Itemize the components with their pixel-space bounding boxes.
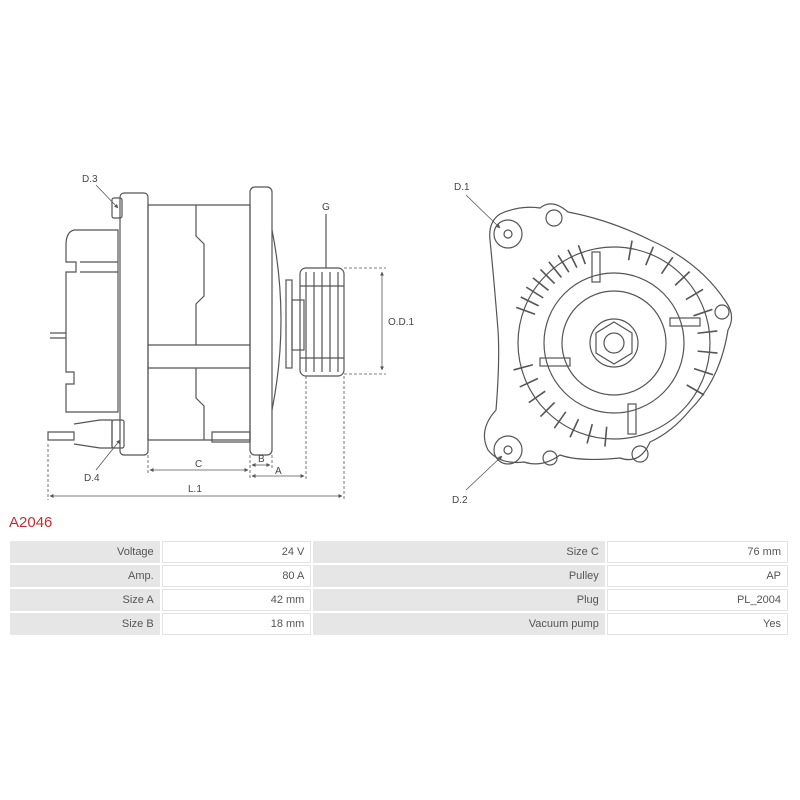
label-d4: D.4 <box>84 473 100 484</box>
stator-body <box>147 204 251 441</box>
label-d1: D.1 <box>454 182 470 193</box>
vent-slot <box>569 418 580 438</box>
terminal-stud <box>50 332 66 339</box>
spec-value: 42 mm <box>161 589 312 611</box>
vent-slot <box>553 411 567 429</box>
d4-connector <box>47 419 113 449</box>
spec-key: Pulley <box>313 565 605 587</box>
spec-value: PL_2004 <box>606 589 788 611</box>
label-d3: D.3 <box>82 174 98 185</box>
vent-slot <box>627 240 633 261</box>
vent-slot <box>577 244 587 265</box>
side-view-dimensions <box>47 184 386 500</box>
vent-slot <box>697 350 718 354</box>
spec-key: Voltage <box>10 541 160 563</box>
rotor-ring <box>543 272 685 414</box>
spec-key: Plug <box>313 589 605 611</box>
front-view <box>483 203 733 466</box>
vent-slot <box>525 286 544 299</box>
front-flange <box>249 186 273 456</box>
side-view <box>47 186 345 456</box>
label-od1: O.D.1 <box>388 317 415 328</box>
vent-slot <box>515 306 536 316</box>
vent-slot <box>586 423 594 444</box>
label-b: B <box>258 454 265 465</box>
rear-flange <box>119 192 149 456</box>
vent-slot <box>685 288 704 301</box>
rear-cap-clip <box>80 261 118 273</box>
vent-slot <box>548 261 563 278</box>
vent-slot <box>519 377 539 388</box>
label-g: G <box>322 202 330 213</box>
spec-value: Yes <box>606 613 788 635</box>
vent-slot <box>532 277 549 292</box>
rear-cap <box>65 229 119 413</box>
spec-key: Size A <box>10 589 160 611</box>
front-view-leaders <box>465 194 503 491</box>
label-c: C <box>195 459 202 470</box>
label-d2: D.2 <box>452 495 468 506</box>
spec-value: 18 mm <box>161 613 312 635</box>
vent-slot <box>604 426 608 447</box>
vent-slot <box>539 268 556 285</box>
spec-key: Vacuum pump <box>313 613 605 635</box>
front-ventilation-slots <box>513 240 718 447</box>
spec-value: 24 V <box>161 541 312 563</box>
vent-slot <box>539 401 556 418</box>
vent-slot <box>674 271 691 286</box>
vent-slot <box>693 308 713 317</box>
vent-slot <box>528 390 546 404</box>
spec-value: 76 mm <box>606 541 788 563</box>
front-housing-outline <box>483 203 733 465</box>
vent-slot <box>660 256 674 275</box>
alternator-technical-drawing: D.3 D.4 G O.D.1 C B A L.1 D.1 D.2 <box>47 174 733 506</box>
vent-slot <box>697 330 718 335</box>
spec-value: AP <box>606 565 788 587</box>
label-l1: L.1 <box>188 484 202 495</box>
vent-slot <box>693 367 714 376</box>
pulley <box>299 267 345 377</box>
label-a: A <box>275 466 282 477</box>
vent-slot <box>686 384 705 396</box>
shaft-nut <box>589 318 639 368</box>
vent-slot <box>567 249 578 269</box>
vent-slot <box>520 296 540 307</box>
vent-slot <box>557 254 570 273</box>
spec-value: 80 A <box>161 565 312 587</box>
vent-slot <box>645 246 655 266</box>
vent-slot <box>513 363 534 371</box>
spec-key: Size B <box>10 613 160 635</box>
spec-key: Amp. <box>10 565 160 587</box>
spec-key: Size C <box>313 541 605 563</box>
part-code: A2046 <box>9 514 53 531</box>
